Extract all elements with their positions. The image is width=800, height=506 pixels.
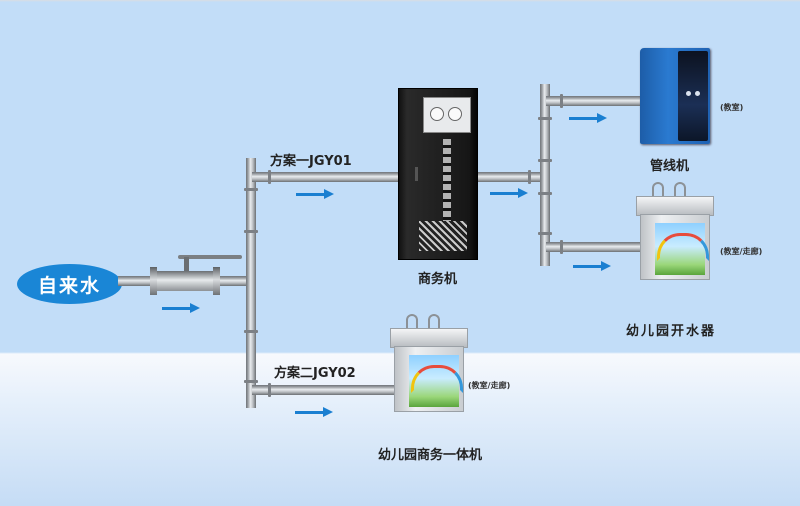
scheme-2-pipe (252, 385, 398, 395)
pipe-joint (244, 380, 258, 383)
flow-arrow-icon (569, 113, 607, 123)
pipe-joint (560, 94, 563, 108)
business-machine-cabinet (398, 88, 478, 260)
pipe-joint (244, 188, 258, 191)
pipeline-machine-label: 管线机 (650, 159, 690, 174)
pipe-joint (244, 330, 258, 333)
pipe-joint (560, 240, 563, 254)
pipe-joint (528, 170, 531, 184)
right-riser-pipe (540, 84, 550, 266)
pipeline-machine-pipe (546, 96, 640, 106)
scheme-2-label: 方案二JGY02 (274, 366, 356, 381)
kindergarten-all-in-one-label: 幼儿园商务一体机 (378, 448, 483, 463)
pipe-joint (268, 383, 271, 397)
kindergarten-boiler-location: (教室/走廊) (720, 247, 763, 256)
kindergarten-all-in-one-location: (教室/走廊) (468, 381, 511, 390)
flow-arrow-icon (573, 261, 611, 271)
business-machine-outlet-pipe (478, 172, 544, 182)
flow-arrow-icon (295, 407, 333, 417)
kindergarten-boiler-pipe (546, 242, 640, 252)
ball-valve-icon (150, 255, 242, 295)
scheme-1-label: 方案一JGY01 (270, 154, 352, 169)
kindergarten-boiler-icon (636, 182, 714, 282)
scheme-1-pipe (252, 172, 398, 182)
left-riser-pipe (246, 158, 256, 408)
pipeline-machine-location: (教室) (720, 103, 744, 112)
kindergarten-boiler-label: 幼儿园开水器 (626, 324, 717, 339)
pipe-joint (538, 232, 552, 235)
flow-arrow-icon (162, 303, 200, 313)
kindergarten-all-in-one-icon (390, 314, 468, 414)
pipe-joint (538, 192, 552, 195)
source-label: 自来水 (37, 274, 101, 297)
tap-water-source: 自来水 (17, 264, 122, 304)
pipe-joint (538, 117, 552, 120)
flow-arrow-icon (296, 189, 334, 199)
business-machine-label: 商务机 (418, 272, 458, 287)
pipe-joint (244, 230, 258, 233)
pipeline-machine-icon (640, 48, 710, 144)
pipe-joint (538, 159, 552, 162)
flow-arrow-icon (490, 188, 528, 198)
pipe-joint (268, 170, 271, 184)
